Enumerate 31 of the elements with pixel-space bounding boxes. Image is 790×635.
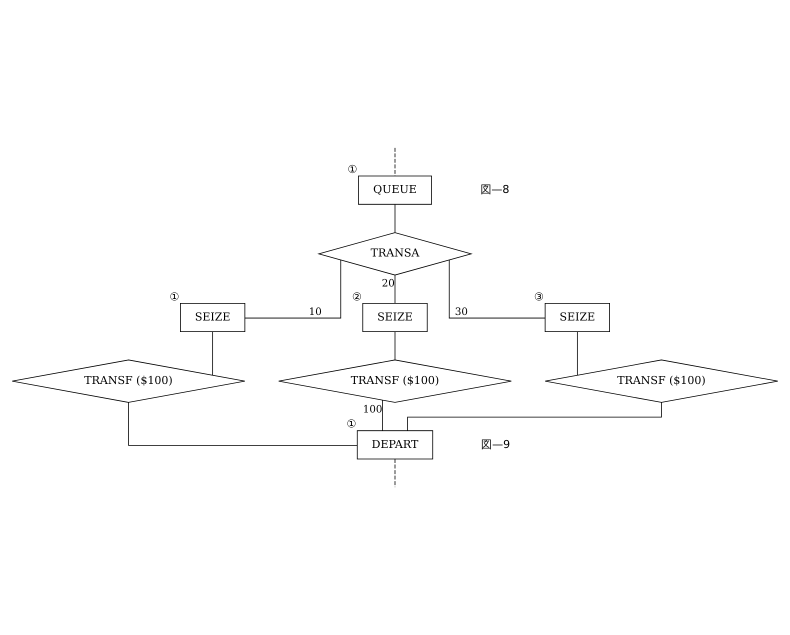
node-box: DEPART bbox=[356, 430, 434, 460]
node-box: SEIZE bbox=[362, 302, 428, 332]
node-label: ③ bbox=[534, 290, 544, 304]
edge-label: 10 bbox=[308, 307, 322, 318]
connector bbox=[212, 332, 214, 376]
node-label: ① bbox=[346, 418, 356, 431]
label: 図—8 bbox=[480, 183, 510, 196]
node-diamond: TRANSF ($100) bbox=[278, 360, 512, 403]
connector bbox=[448, 260, 546, 318]
node-diamond: TRANSF ($100) bbox=[544, 360, 778, 403]
connector bbox=[244, 260, 342, 318]
connector bbox=[394, 148, 396, 176]
connector bbox=[128, 402, 358, 446]
node-label: ① bbox=[348, 163, 358, 176]
connector bbox=[394, 458, 396, 488]
node-label: ② bbox=[352, 290, 362, 304]
node-diamond: TRANSF ($100) bbox=[12, 360, 246, 403]
connector bbox=[394, 332, 396, 360]
node-label: ① bbox=[170, 290, 180, 304]
connector bbox=[394, 275, 396, 304]
node-box: QUEUE bbox=[358, 176, 432, 205]
node-diamond: TRANSA bbox=[317, 232, 473, 276]
label: 図—9 bbox=[481, 438, 510, 451]
node-box: SEIZE bbox=[180, 302, 246, 332]
connector bbox=[576, 332, 578, 376]
connector bbox=[382, 400, 383, 431]
edge-label: 20 bbox=[382, 278, 395, 290]
connector bbox=[394, 204, 396, 233]
edge-label: 100 bbox=[362, 404, 382, 416]
node-box: SEIZE bbox=[544, 302, 610, 332]
edge-label: 30 bbox=[454, 307, 468, 318]
